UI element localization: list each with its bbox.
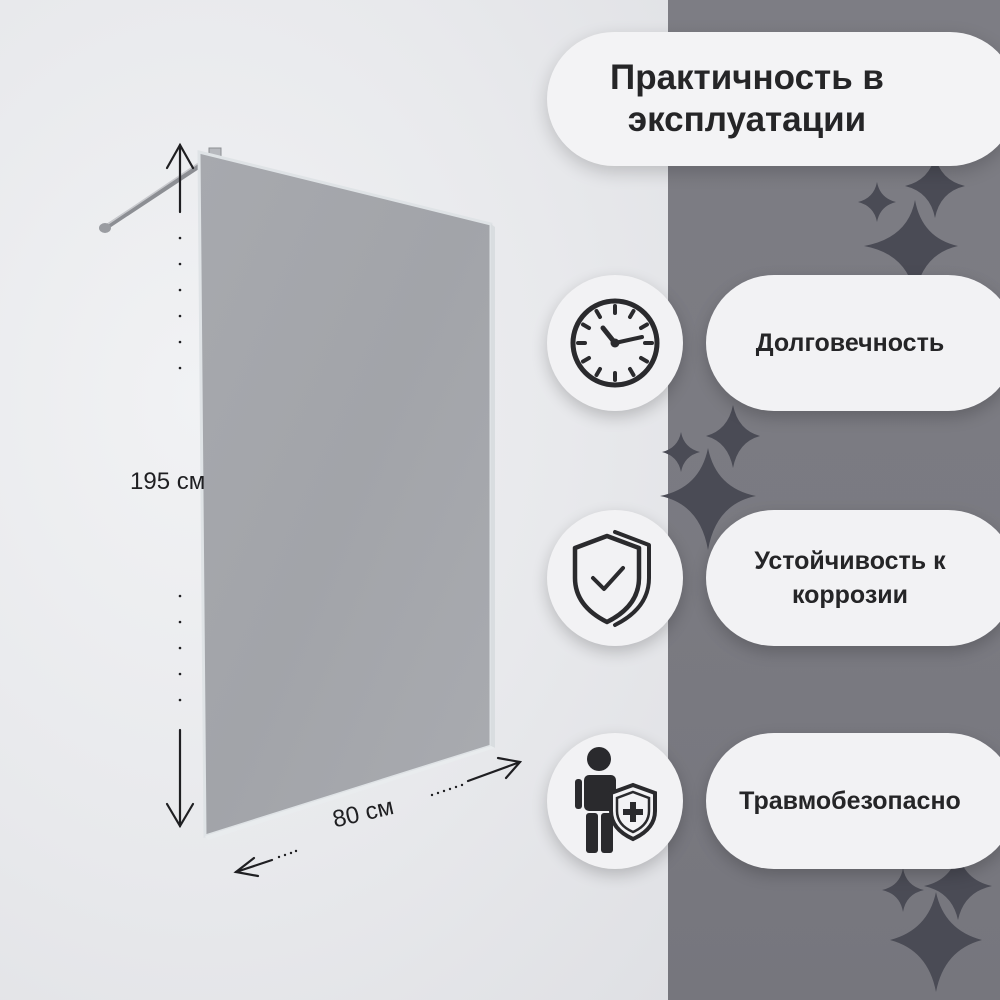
height-dimension-dots [178,236,182,702]
height-dimension-label: 195 см [130,468,206,495]
shield-check-icon [572,530,651,627]
feature-pill-safety: Травмобезопасно [706,733,1000,869]
feature-icon-circle-corrosion [547,510,683,646]
height-dimension-arrow [165,142,195,829]
title-text: Практичность в эксплуатации [610,57,884,141]
feature-label: Травмобезопасно [739,787,961,815]
feature-icon-circle-safety [547,733,683,869]
width-dimension-arrow [233,756,523,878]
feature-label: Устойчивость к коррозии [754,547,946,609]
person-shield-icon [575,747,657,853]
feature-pill-corrosion: Устойчивость к коррозии [706,510,1000,646]
title-line-1: Практичность в [610,58,884,97]
title-line-2: эксплуатации [627,100,867,139]
shower-glass-panel-illustration [99,142,523,878]
glass-panel [197,150,495,840]
clock-icon [570,298,660,388]
width-dimension-dots [277,783,464,859]
feature-label: Долговечность [755,329,945,357]
title-pill: Практичность в эксплуатации [547,32,1000,166]
feature-pill-durability: Долговечность [706,275,1000,411]
feature-icon-circle-durability [547,275,683,411]
